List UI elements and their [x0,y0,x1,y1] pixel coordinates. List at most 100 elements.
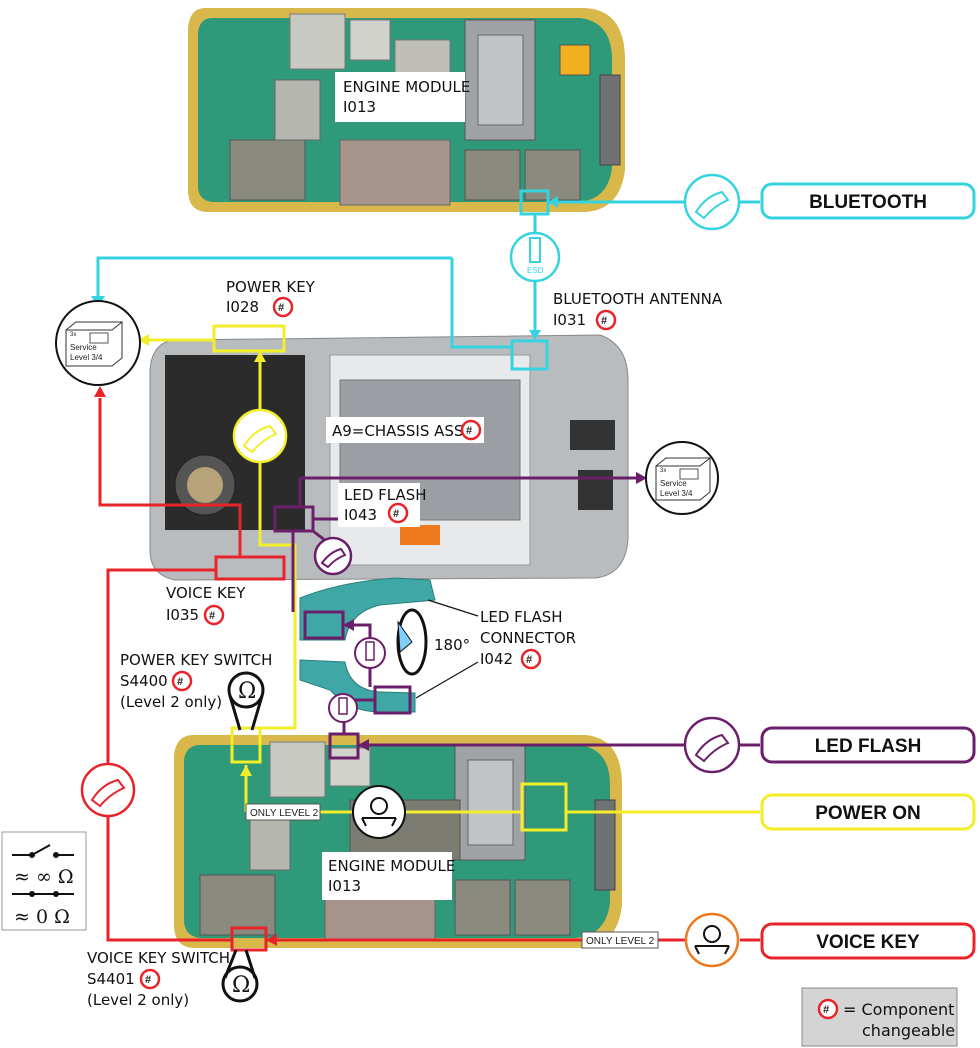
yellow-arrowhead-1 [138,334,149,346]
changeable-mark-pks [171,670,193,692]
tag-voice-key: VOICE KEY [760,922,976,960]
soldering-icon-bluetooth [683,173,741,231]
voice-key-label-1: VOICE KEY [166,584,246,602]
changeable-mark-ledconn-text: # [526,654,532,666]
open-switch-icon [12,844,74,858]
tag-led-flash-text: LED FLASH [815,736,922,757]
changeable-mark-voicekey-text: # [209,610,215,622]
bt-antenna-label-1: BLUETOOTH ANTENNA [553,290,723,308]
esd-icon-small-1 [354,637,386,669]
led-connector-label-1: LED FLASH [480,608,563,626]
esd-icon: ESD [509,231,561,283]
component-changeable-legend: # = Component changeable [801,987,958,1047]
voice-key-highlight [214,555,286,581]
chassis-label: A9=CHASSIS ASSY [332,422,473,440]
service-level-box-right: 3x Service Level 3/4 [645,441,719,515]
yellow-arrowhead-2 [254,351,266,362]
changeable-mark-chassis-text: # [466,425,472,437]
service-level-box-left: 3x Service Level 3/4 [55,300,141,386]
power-key-switch-highlight [230,726,262,764]
switch-legend: ≈ ∞ Ω ≈ 0 Ω [1,831,87,931]
changeable-mark-led-text: # [393,508,399,520]
ohm-symbol-voice: Ω [232,973,250,998]
cyan-arrowhead-2 [529,330,541,340]
led-flash-connector-flex [299,577,436,713]
changeable-mark-chassis [460,419,482,441]
chassis-label-bg [326,417,484,443]
ohm-symbol-power: Ω [238,679,256,704]
legend-component-text-2: changeable [862,1021,955,1040]
tag-led-flash: LED FLASH [760,726,976,764]
engine-bottom-label-bg [322,852,452,900]
legend-mark-text: # [823,1004,829,1016]
soldering-icon-ledflash [313,536,353,576]
service-left-text-2: Level 3/4 [70,353,103,362]
power-key-switch-label-1: POWER KEY SWITCH [120,651,272,669]
soldering-icon-powerkey [232,408,288,464]
changeable-mark-antenna-text: # [601,315,607,327]
legend-open-text: ≈ ∞ Ω [14,866,74,888]
cyan-arrowhead-1 [548,196,558,208]
changeable-mark-led [387,502,409,524]
ohm-gauge-power: Ω [227,671,265,731]
only-level-2-text-b: ONLY LEVEL 2 [586,936,655,947]
power-key-switch-label-2: S4400 [120,672,168,690]
multimeter-icon-power [352,785,406,839]
led-connector-label-3: I042 [480,650,513,668]
changeable-mark-vks-text: # [145,974,151,986]
rotation-arrow-icon [396,608,428,676]
chassis-assembly [149,334,629,581]
yellow-arrowhead-3 [240,765,252,776]
rotation-label: 180° [434,636,470,654]
multimeter-icon-voice [684,912,740,968]
engine-bottom-label-1: ENGINE MODULE [328,857,455,875]
soldering-icon-ledflash-tag [683,716,741,774]
engine-module-bottom [174,735,622,948]
engine-top-label-bg [335,72,465,122]
soldering-icon-voicekey [80,762,136,818]
red-arrowhead-1 [94,386,106,397]
voice-key-switch-label-1: VOICE KEY SWITCH [87,949,230,967]
purple-arrowhead-1 [636,472,647,484]
changeable-mark-powerkey [272,296,294,318]
legend-component-text-1: = Component [843,1000,954,1019]
ohm-gauge-voice: Ω [221,949,259,1003]
changeable-mark-powerkey-text: # [278,302,284,314]
changeable-mark-vks [139,968,161,990]
led-flash-label-2: I043 [344,506,377,524]
led-flash-label-1: LED FLASH [344,486,427,504]
only-level-2-text-a: ONLY LEVEL 2 [250,808,319,819]
service-right-text-1: Service [660,479,687,488]
esd-text: ESD [527,266,544,275]
only-level-2-box-a [245,803,321,821]
bt-antenna-label-2: I031 [553,311,586,329]
led-connector-leader-1 [427,599,479,617]
led-connector-leader-2 [415,661,479,699]
engine-bottom-label-2: I013 [328,877,361,895]
service-right-text-2: Level 3/4 [660,489,693,498]
engine-top-label-1: ENGINE MODULE [343,78,470,96]
voice-key-switch-label-3: (Level 2 only) [87,991,189,1009]
purple-arrowhead-2 [358,739,369,751]
power-on-highlight [520,782,568,832]
service-left-prefix: 3x [70,332,76,338]
power-key-label-1: POWER KEY [226,278,316,296]
changeable-mark-antenna [595,309,617,331]
power-key-switch-label-3: (Level 2 only) [120,693,222,711]
changeable-mark-ledconn [520,648,542,670]
service-left-text-1: Service [70,343,97,352]
engine-top-label-2: I013 [343,98,376,116]
esd-icon-small-2 [328,693,358,723]
red-arrowhead-2 [266,934,277,946]
changeable-mark-voicekey [203,604,225,626]
voice-key-label-2: I035 [166,606,199,624]
tag-voice-key-text: VOICE KEY [816,932,920,953]
changeable-mark-pks-text: # [177,676,183,688]
purple-arrowhead-3 [343,619,354,631]
tag-bluetooth-text: BLUETOOTH [809,192,927,213]
led-flash-label-bg [338,483,420,527]
power-key-label-2: I028 [226,298,259,316]
tag-power-on: POWER ON [760,793,976,831]
tag-power-on-text: POWER ON [815,803,921,824]
